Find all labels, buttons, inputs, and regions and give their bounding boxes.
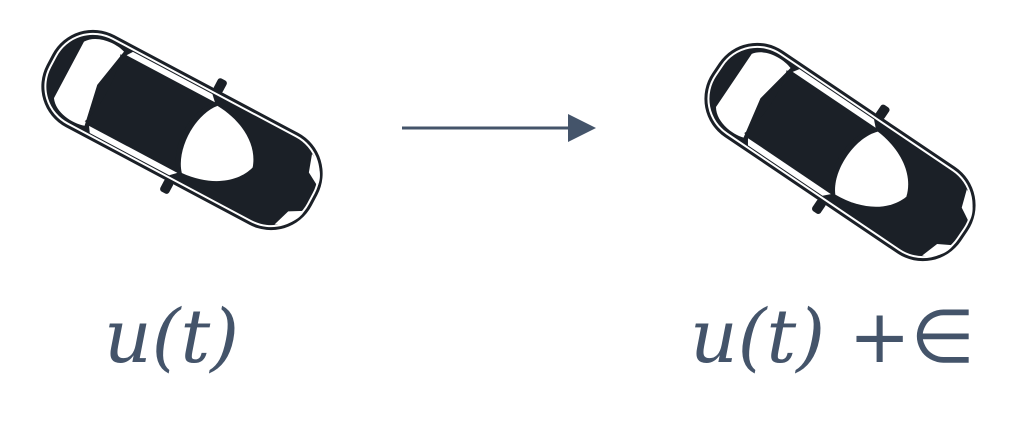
- car-top-view-icon: [41, 29, 323, 231]
- right-arrow-icon: [402, 114, 596, 142]
- left-car: [22, 20, 342, 240]
- car-top-view-icon: [704, 42, 976, 262]
- transition-arrow: [398, 110, 602, 146]
- right-label-suffix: +∈: [825, 294, 976, 380]
- left-label-text: u(t): [104, 294, 240, 380]
- left-state-label: u(t): [104, 300, 239, 374]
- right-state-label: u(t) +∈: [690, 300, 975, 374]
- right-car: [680, 20, 1000, 280]
- right-label-expr: u(t): [690, 294, 826, 380]
